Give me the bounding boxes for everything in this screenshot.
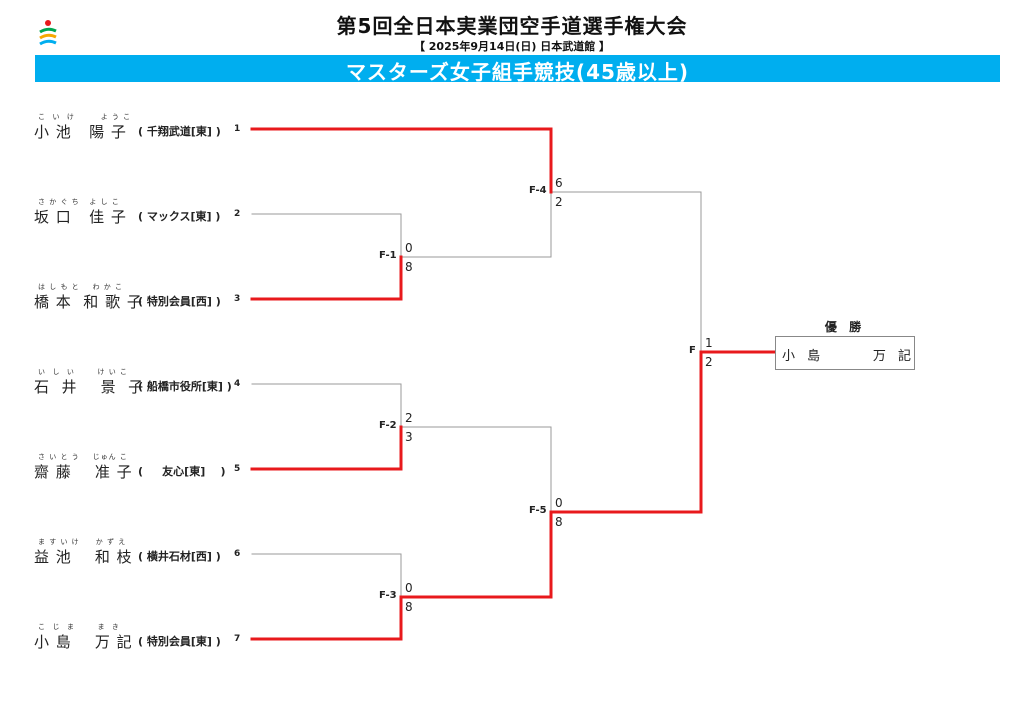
match-label-f2: F-2 xyxy=(379,420,397,431)
player-club: ( マックス[東] ) xyxy=(138,210,221,223)
player-seed-number: 5 xyxy=(234,464,241,474)
score-f2-top: 2 xyxy=(405,411,413,425)
score-f2-bottom: 3 xyxy=(405,430,413,444)
event-date-venue: 【 2025年9月14日(日) 日本武道館 】 xyxy=(413,40,611,53)
player-entry-7: こ じ ま ま き 小 島 万 記 ( 特別会員[東] ) 7 xyxy=(34,623,264,657)
score-f4-bottom: 2 xyxy=(555,195,563,209)
score-final-bottom: 2 xyxy=(705,355,713,369)
score-f3-top: 0 xyxy=(405,581,413,595)
bracket-line-p1 xyxy=(250,127,553,194)
player-name: 齋 藤 准 子 xyxy=(34,463,133,481)
player-club: ( 特別会員[東] ) xyxy=(138,635,221,648)
bracket-line-p4 xyxy=(251,383,402,428)
player-entry-3: は し も と わ か こ 橋 本 和 歌 子 ( 特別会員[西] ) 3 xyxy=(34,283,264,317)
bracket-line-p7 xyxy=(250,595,403,641)
federation-logo-icon xyxy=(39,20,57,46)
player-furigana: こ い け よ う こ xyxy=(38,113,132,121)
player-club: ( 船橋市役所[東] ) xyxy=(138,380,232,393)
bracket-line-p5 xyxy=(250,425,403,471)
player-seed-number: 3 xyxy=(234,294,241,304)
player-entry-1: こ い け よ う こ 小 池 陽 子 ( 千翔武道[東] ) 1 xyxy=(34,113,264,147)
player-club: ( 横井石材[西] ) xyxy=(138,550,221,563)
player-furigana: こ じ ま ま き xyxy=(38,623,120,631)
player-seed-number: 4 xyxy=(234,379,241,389)
player-name: 益 池 和 枝 xyxy=(34,548,133,566)
player-furigana: ま す い け か ず え xyxy=(38,538,127,546)
score-f3-bottom: 8 xyxy=(405,600,413,614)
match-label-f5: F-5 xyxy=(529,505,547,516)
player-entry-4: い し い け い こ 石 井 景 子 ( 船橋市役所[東] ) 4 xyxy=(34,368,264,402)
score-f1-top: 0 xyxy=(405,241,413,255)
player-furigana: い し い け い こ xyxy=(38,368,128,376)
player-club: ( 友心[東] ) xyxy=(138,465,226,478)
player-seed-number: 7 xyxy=(234,634,241,644)
champion-name: 小 島 万 記 xyxy=(782,349,916,364)
page-title: 第5回全日本実業団空手道選手権大会 xyxy=(336,14,688,38)
player-name: 坂 口 佳 子 xyxy=(34,208,127,226)
match-label-f3: F-3 xyxy=(379,590,397,601)
match-label-f1: F-1 xyxy=(379,250,397,261)
match-label-f4: F-4 xyxy=(529,185,547,196)
champion-heading: 優 勝 xyxy=(824,320,866,334)
bracket-line-f5 xyxy=(549,350,703,514)
player-entry-5: さ い と う じゅん こ 齋 藤 准 子 ( 友心[東] ) 5 xyxy=(34,453,264,487)
player-name: 石 井 景 子 xyxy=(34,378,145,396)
bracket-line-f4-down xyxy=(550,191,702,353)
category-banner: マスターズ女子組手競技(45歳以上) xyxy=(35,55,1000,84)
player-club: ( 特別会員[西] ) xyxy=(138,295,221,308)
bracket-line-p2 xyxy=(251,213,402,258)
score-f5-bottom: 8 xyxy=(555,515,563,529)
champion-box: 小 島 万 記 xyxy=(775,336,915,370)
player-entry-2: さ か ぐ ち よ し こ 坂 口 佳 子 ( マックス[東] ) 2 xyxy=(34,198,264,232)
player-entry-6: ま す い け か ず え 益 池 和 枝 ( 横井石材[西] ) 6 xyxy=(34,538,264,572)
score-f1-bottom: 8 xyxy=(405,260,413,274)
player-seed-number: 1 xyxy=(234,124,241,134)
bracket-line-p3 xyxy=(250,255,403,301)
player-seed-number: 2 xyxy=(234,209,241,219)
player-club: ( 千翔武道[東] ) xyxy=(138,125,221,138)
player-seed-number: 6 xyxy=(234,549,241,559)
player-furigana: は し も と わ か こ xyxy=(38,283,124,291)
match-label-final: F xyxy=(689,345,696,356)
bracket-line-f2-down xyxy=(400,426,552,513)
player-name: 小 島 万 記 xyxy=(34,633,133,651)
score-f5-top: 0 xyxy=(555,496,563,510)
player-name: 橋 本 和 歌 子 xyxy=(34,293,143,311)
score-final-top: 1 xyxy=(705,336,713,350)
player-furigana: さ か ぐ ち よ し こ xyxy=(38,198,120,206)
bracket-line-p6 xyxy=(251,553,402,598)
bracket-line-f1-up xyxy=(400,191,552,258)
player-furigana: さ い と う じゅん こ xyxy=(38,453,128,461)
player-name: 小 池 陽 子 xyxy=(34,123,127,141)
category-title: マスターズ女子組手競技(45歳以上) xyxy=(345,60,690,84)
score-f4-top: 6 xyxy=(555,176,563,190)
bracket-line-f3 xyxy=(399,510,553,599)
